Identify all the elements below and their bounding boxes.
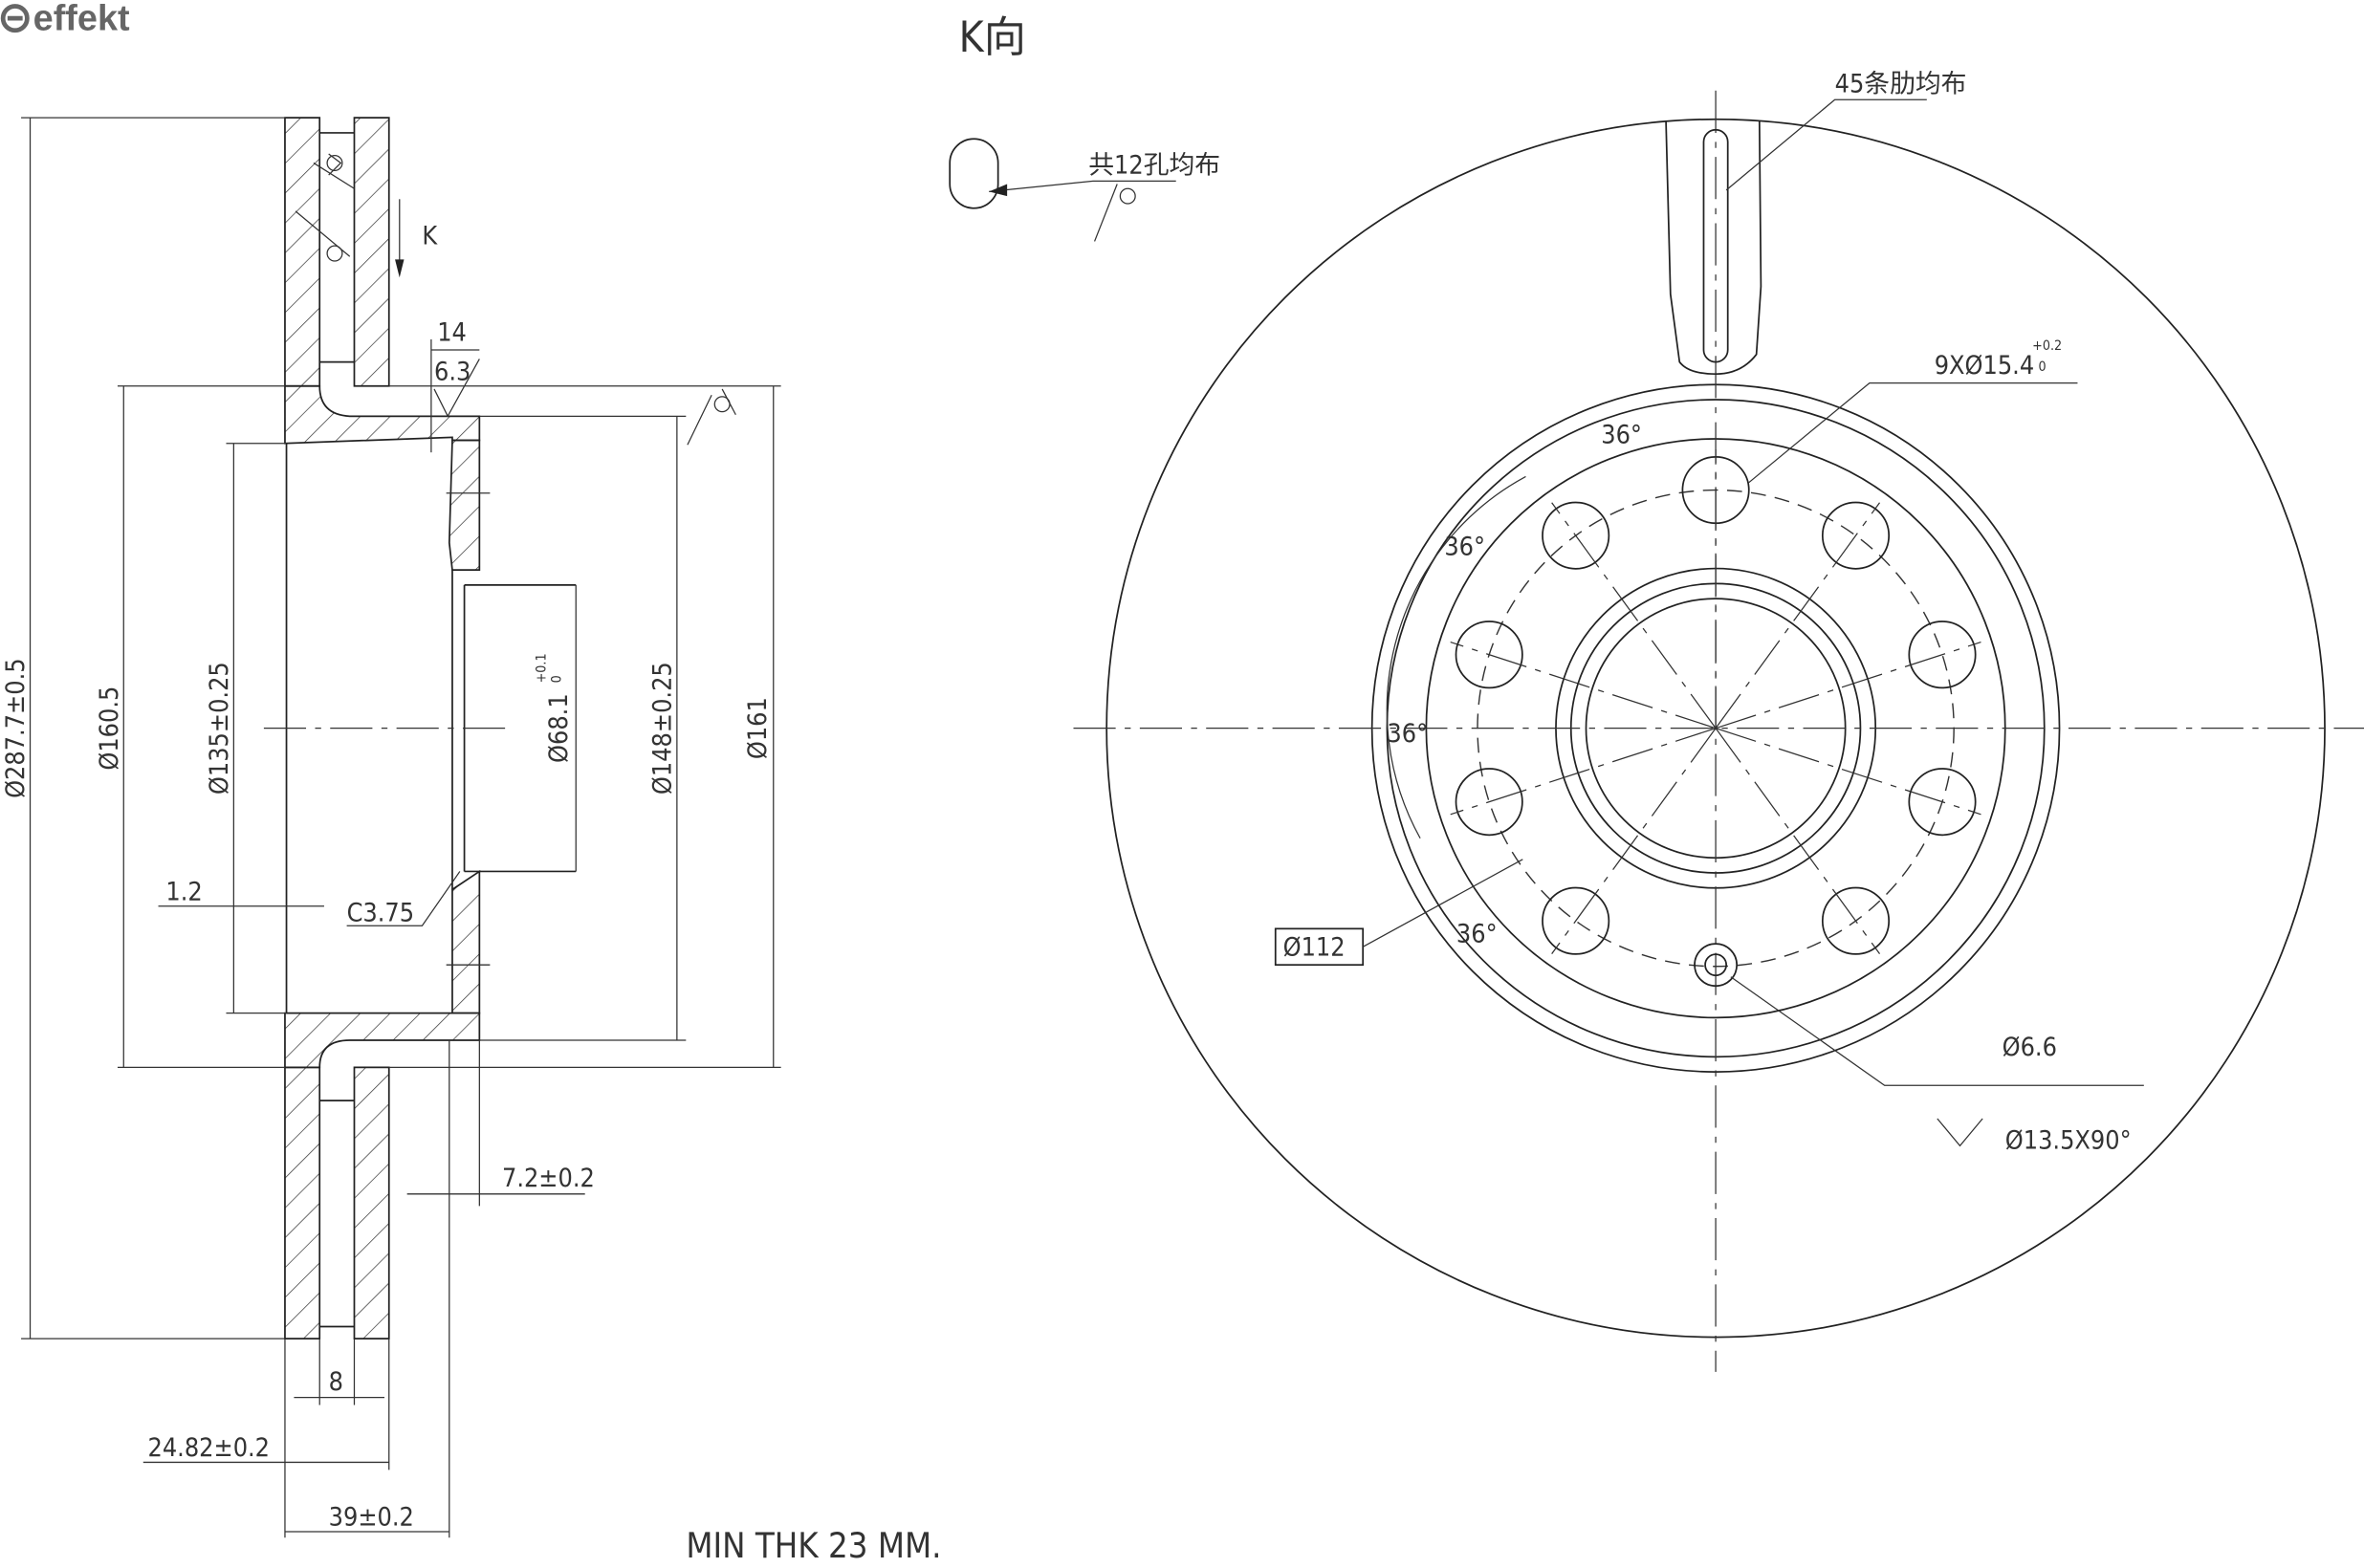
hole-centerline — [1450, 728, 1717, 816]
dim-d160: Ø160.5 — [95, 686, 124, 771]
hole-centerline — [1715, 641, 1981, 730]
dim-vent-8: 8 — [329, 1367, 343, 1397]
bolt-hole — [1542, 886, 1610, 955]
hub-wall-bottom — [451, 869, 481, 1014]
ribs-note: 45条肋均布 — [1835, 69, 1967, 98]
dim-d68-tol-upper: +0.1 — [535, 653, 550, 683]
cooling-rib — [1665, 120, 1762, 376]
bolt-holes-tol-upper: +0.2 — [2032, 338, 2062, 354]
bolt-hole — [1455, 768, 1523, 837]
dim-d68-tol-lower: 0 — [549, 675, 564, 683]
dim-height: 39±0.2 — [329, 1503, 414, 1533]
section-view: K Ø287.7±0.5 Ø160.5 Ø135±0.25 Ø68.1 +0.1… — [1, 117, 941, 1566]
bolt-hole — [1908, 768, 1977, 837]
holes-note: 共12孔均布 — [1088, 151, 1220, 181]
bolt-hole — [1821, 886, 1891, 955]
angle-label-4: 36° — [1456, 920, 1498, 949]
dim-14: 14 — [437, 317, 467, 347]
hole-centerline — [1551, 502, 1717, 730]
bolt-holes-tol-lower: 0 — [2038, 359, 2046, 375]
k-view-label: K — [422, 222, 438, 251]
bolt-hole — [1542, 501, 1610, 570]
dim-d68: Ø68.1 — [544, 693, 574, 763]
dim-d135: Ø135±0.25 — [205, 662, 234, 795]
angle-label-2: 36° — [1444, 532, 1485, 561]
angle-label-1: 36° — [1601, 421, 1642, 450]
countersink-label: Ø13.5X90° — [2005, 1126, 2132, 1156]
angle-label-3: 36° — [1387, 719, 1428, 749]
hole-centerline — [1450, 641, 1717, 730]
friction-plate-outer — [284, 117, 321, 387]
hole-centerline — [1551, 728, 1717, 954]
roughness-6-3: 6.3 — [434, 357, 471, 386]
hole-centerline — [1715, 728, 1881, 954]
hole-centerline — [1715, 502, 1881, 730]
hub-wall-top — [448, 439, 481, 571]
hat-section-bottom — [284, 1012, 481, 1069]
min-thickness-note: MIN THK 23 MM. — [686, 1525, 941, 1566]
pcd-label: Ø112 — [1283, 933, 1346, 963]
dim-outer-diameter: Ø287.7±0.5 — [1, 658, 31, 797]
hole-detail: 共12孔均布 — [949, 138, 1220, 242]
dim-d148: Ø148±0.25 — [648, 662, 678, 795]
dim-d161: Ø161 — [743, 697, 773, 759]
dim-thickness: 24.82±0.2 — [148, 1433, 271, 1463]
friction-plate-inner — [353, 117, 390, 387]
bolt-hole — [1908, 621, 1977, 689]
hat-section-top — [284, 384, 481, 445]
logo-text: effekt — [33, 0, 130, 39]
bolt-holes-callout: 9XØ15.4 — [1935, 351, 2034, 381]
friction-plate-inner-bottom — [353, 1066, 390, 1340]
bolt-hole — [1455, 621, 1523, 689]
dim-1-2: 1.2 — [165, 877, 202, 906]
chamfer-c3-75: C3.75 — [347, 898, 415, 927]
friction-plate-outer-bottom — [284, 1066, 321, 1340]
small-hole-label: Ø6.6 — [2003, 1033, 2057, 1062]
face-view: 45条肋均布 9XØ15.4 +0.2 0 36° 36° 36° 36° Ø1… — [1073, 69, 2364, 1372]
hole-centerline — [1715, 728, 1981, 816]
effekt-logo: effekt — [0, 0, 130, 39]
bolt-hole — [1821, 501, 1891, 570]
view-title: K向 — [959, 13, 1026, 62]
dim-7-2: 7.2±0.2 — [502, 1164, 595, 1193]
